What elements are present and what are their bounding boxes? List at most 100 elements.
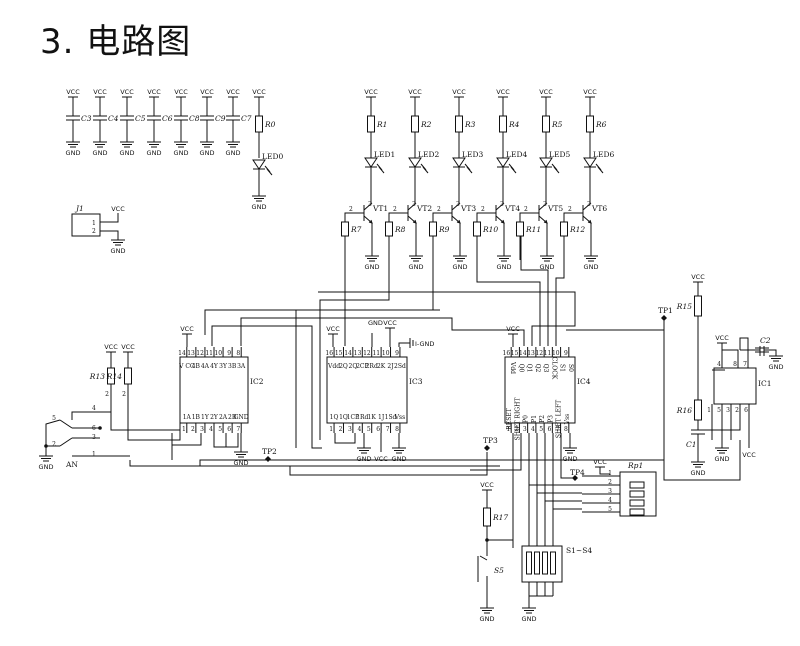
wire bbox=[100, 230, 119, 240]
wire bbox=[363, 215, 373, 224]
junction-dot bbox=[44, 444, 48, 448]
wire bbox=[479, 555, 488, 561]
pin-label: Q0 bbox=[517, 364, 524, 373]
vcc-symbol: VCC bbox=[364, 88, 378, 98]
vcc-label: VCC bbox=[374, 455, 388, 463]
pin-label: SHIFT LEFT bbox=[556, 400, 563, 438]
led-symbol: LED6 bbox=[583, 150, 614, 174]
gnd-label: GND bbox=[409, 263, 424, 271]
led-label: LED0 bbox=[262, 152, 283, 161]
pin-number: 2 bbox=[568, 206, 572, 213]
gnd-label: GND bbox=[453, 263, 468, 271]
wire bbox=[476, 236, 541, 346]
vcc-label: VCC bbox=[715, 334, 729, 342]
capacitor-label: C8 bbox=[189, 114, 200, 123]
resistor-body bbox=[629, 481, 645, 489]
transistor-label: VT4 bbox=[504, 204, 520, 213]
pin-label: 2Q bbox=[339, 363, 348, 370]
wire bbox=[495, 202, 505, 211]
wire bbox=[739, 337, 749, 358]
capacitor-label: C5 bbox=[135, 114, 146, 123]
wire bbox=[129, 460, 500, 467]
tp4-marker bbox=[572, 475, 578, 481]
vcc-symbol: VCC bbox=[66, 88, 80, 98]
gnd-label: GND bbox=[368, 319, 383, 327]
ground-symbol: GND bbox=[715, 447, 729, 463]
resistor-label: R8 bbox=[394, 225, 406, 234]
pin-number: 1 bbox=[506, 426, 510, 433]
resistor-body bbox=[629, 508, 645, 516]
pin-number: 2 bbox=[524, 206, 528, 213]
resistor-label: R17 bbox=[492, 513, 508, 522]
led-label: LED4 bbox=[506, 150, 527, 159]
ic-ref-label: IC2 bbox=[250, 377, 264, 386]
vcc-symbol: VCC bbox=[326, 325, 340, 335]
wire bbox=[560, 433, 575, 479]
wire bbox=[582, 202, 592, 211]
vcc-label: VCC bbox=[593, 458, 607, 466]
pin-number: 4 bbox=[92, 405, 96, 412]
resistor-label: R2 bbox=[420, 120, 432, 129]
vcc-symbol: VCC bbox=[593, 458, 607, 468]
wire bbox=[538, 215, 548, 224]
wire bbox=[407, 202, 417, 211]
minus-gnd-label: I-GND bbox=[415, 340, 434, 348]
wire bbox=[597, 166, 604, 174]
pin-label: 2A bbox=[219, 414, 228, 421]
wire bbox=[45, 419, 61, 456]
pin-number: 2 bbox=[92, 228, 96, 235]
resistor-body bbox=[341, 221, 349, 237]
pin-label: 1A bbox=[183, 414, 192, 421]
s1s4-label: S1~S4 bbox=[566, 546, 592, 555]
pin-number: 5 bbox=[539, 426, 543, 433]
wire bbox=[71, 411, 111, 420]
wire bbox=[266, 168, 273, 176]
ground-symbol: GND bbox=[147, 141, 161, 157]
wire bbox=[127, 412, 181, 441]
pin-label: GND bbox=[234, 414, 249, 421]
pin-label: Vss bbox=[394, 414, 406, 421]
pin-number: 4 bbox=[357, 426, 361, 433]
pin-label: 4B bbox=[192, 363, 201, 370]
an-label: AN bbox=[65, 460, 78, 469]
pin-label: 1Rd bbox=[356, 414, 368, 421]
page-title: 3. 电路图 bbox=[40, 22, 192, 62]
pin-number: 7 bbox=[556, 426, 560, 433]
pin-number: 3 bbox=[412, 201, 416, 208]
wire bbox=[520, 236, 549, 346]
wire bbox=[211, 325, 322, 449]
resistor-label: R0 bbox=[264, 120, 276, 129]
vcc-label: VCC bbox=[496, 88, 510, 96]
pin-number: 3 bbox=[543, 201, 547, 208]
resistor-body bbox=[411, 115, 419, 133]
vcc-label: VCC bbox=[408, 88, 422, 96]
capacitor-label: C7 bbox=[241, 114, 252, 123]
pin-number: 11 bbox=[544, 350, 552, 357]
vcc-label: VCC bbox=[200, 88, 214, 96]
resistor-body bbox=[629, 499, 645, 507]
vcc-label: VCC bbox=[742, 451, 756, 459]
vcc-label: VCC bbox=[326, 325, 340, 333]
gnd-label: GND bbox=[111, 247, 126, 255]
resistor-body bbox=[255, 115, 263, 133]
wire bbox=[698, 414, 741, 431]
pin-label: P2 bbox=[539, 415, 546, 423]
pin-number: 3 bbox=[368, 201, 372, 208]
pin-label: 2Sd bbox=[394, 363, 406, 370]
wire bbox=[199, 459, 664, 466]
transistor-label: VT3 bbox=[460, 204, 476, 213]
wire bbox=[466, 166, 473, 174]
ground-symbol: GND bbox=[226, 141, 240, 157]
capacitor-label: C1 bbox=[686, 440, 697, 449]
pin-number: 1 bbox=[182, 426, 186, 433]
pin-number: 12 bbox=[196, 350, 204, 357]
pin-label: P3 bbox=[547, 415, 554, 423]
ground-symbol: GND bbox=[365, 255, 379, 271]
pin-label: Vdd bbox=[509, 361, 516, 374]
